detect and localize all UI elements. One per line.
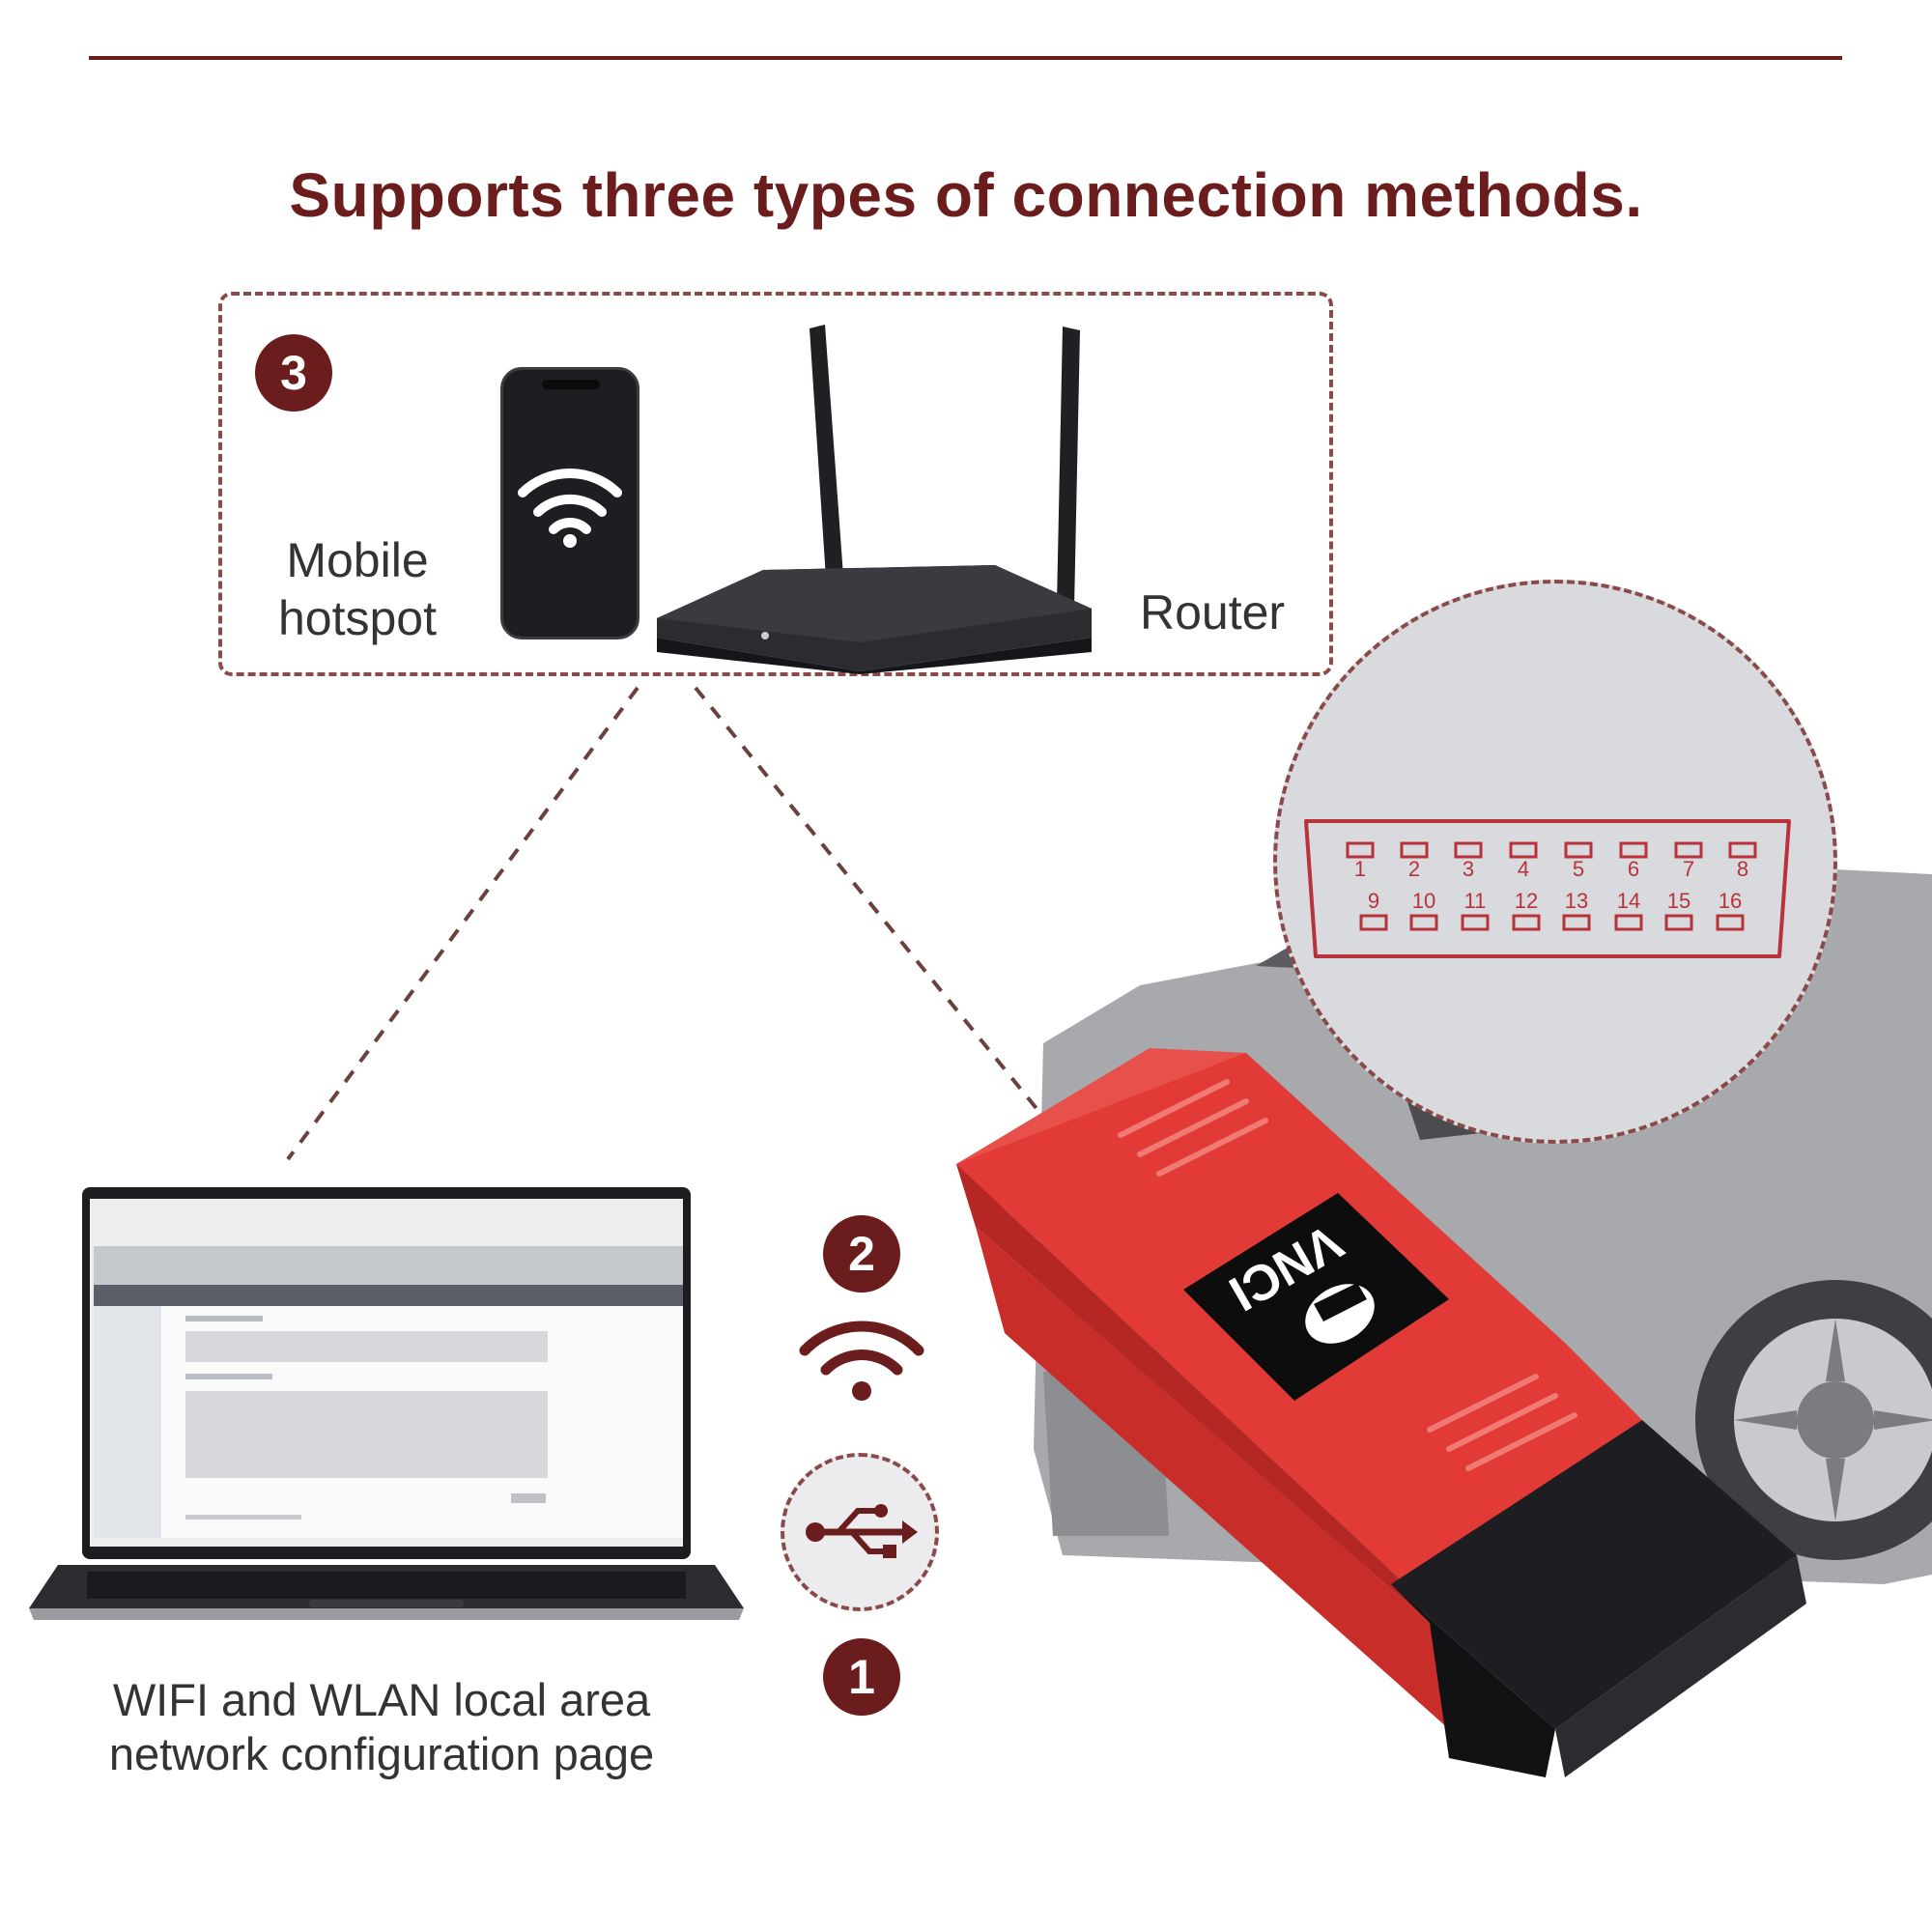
phone-image bbox=[500, 367, 639, 639]
page-title: Supports three types of connection metho… bbox=[289, 160, 1643, 230]
obd-pin bbox=[1674, 841, 1703, 859]
pin-label: 1 bbox=[1354, 857, 1366, 881]
router-image bbox=[657, 325, 1092, 674]
obd-pin bbox=[1400, 841, 1429, 859]
pin-label: 10 bbox=[1412, 889, 1435, 913]
obd-pin bbox=[1728, 841, 1757, 859]
router-label: Router bbox=[1140, 585, 1286, 639]
pin-label: 12 bbox=[1515, 889, 1538, 913]
usb-icon bbox=[806, 1504, 918, 1558]
phone-wifi-icon bbox=[518, 468, 622, 548]
obd-pin bbox=[1619, 841, 1648, 859]
obd-pin bbox=[1716, 914, 1745, 931]
obd-pin bbox=[1614, 914, 1643, 931]
obd-pin bbox=[1664, 914, 1693, 931]
pin-label: 4 bbox=[1518, 857, 1529, 881]
pin-label: 8 bbox=[1737, 857, 1748, 881]
pin-label: 7 bbox=[1683, 857, 1694, 881]
obd-pin bbox=[1346, 841, 1375, 859]
obd-pin bbox=[1564, 841, 1593, 859]
pin-label: 9 bbox=[1368, 889, 1379, 913]
obd-pin bbox=[1512, 914, 1541, 931]
option-1-badge: 1 bbox=[823, 1638, 900, 1716]
obd-pin bbox=[1461, 914, 1490, 931]
top-divider bbox=[89, 56, 1842, 60]
usb-circle bbox=[781, 1453, 939, 1611]
pin-label: 3 bbox=[1463, 857, 1474, 881]
pin-label: 6 bbox=[1628, 857, 1639, 881]
option-2-badge: 2 bbox=[823, 1215, 900, 1293]
obd-pin bbox=[1509, 841, 1538, 859]
obd-port-zoom-circle bbox=[1273, 580, 1837, 1144]
mobile-hotspot-label: Mobile hotspot bbox=[277, 533, 437, 645]
pin-label: 11 bbox=[1464, 889, 1487, 913]
obd-pin bbox=[1562, 914, 1591, 931]
wifi-icon bbox=[799, 1321, 924, 1401]
obd-port-outline bbox=[1304, 819, 1791, 958]
obd-pin bbox=[1409, 914, 1438, 931]
pin-label: 16 bbox=[1719, 889, 1742, 913]
pin-label: 15 bbox=[1667, 889, 1690, 913]
option-3-badge: 3 bbox=[255, 334, 332, 412]
network-options-box bbox=[218, 292, 1333, 676]
pin-label: 5 bbox=[1573, 857, 1584, 881]
pin-label: 14 bbox=[1617, 889, 1640, 913]
laptop-screen bbox=[94, 1246, 683, 1538]
pin-label: 2 bbox=[1408, 857, 1420, 881]
obd-pin bbox=[1359, 914, 1388, 931]
laptop-caption: WIFI and WLAN local area network configu… bbox=[108, 1674, 655, 1779]
pin-label: 13 bbox=[1565, 889, 1588, 913]
obd-pin bbox=[1454, 841, 1483, 859]
phone-notch bbox=[542, 380, 600, 389]
